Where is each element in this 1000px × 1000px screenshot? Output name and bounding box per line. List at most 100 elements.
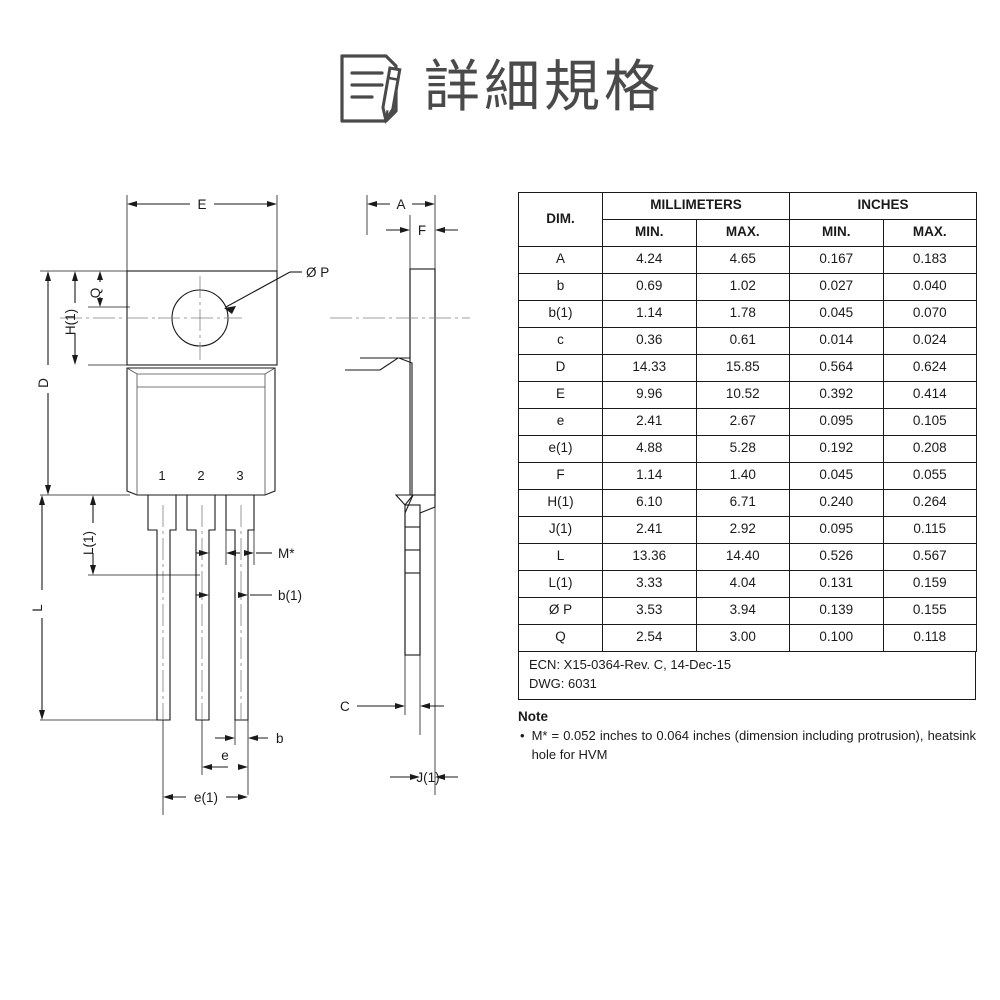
cell-in-max: 0.105 bbox=[882, 408, 978, 436]
page-title: 詳細規格 bbox=[424, 54, 664, 120]
cell-in-min: 0.192 bbox=[789, 435, 884, 463]
note-list: • M* = 0.052 inches to 0.064 inches (dim… bbox=[518, 727, 976, 765]
cell-mm-min: 2.54 bbox=[602, 624, 697, 652]
cell-mm-max: 3.94 bbox=[695, 597, 790, 625]
cell-mm-max: 3.00 bbox=[695, 624, 790, 652]
cell-in-max: 0.414 bbox=[882, 381, 978, 409]
cell-mm-min: 3.33 bbox=[602, 570, 697, 598]
label-E: E bbox=[197, 197, 206, 212]
cell-dim: e(1) bbox=[518, 435, 603, 463]
cell-in-min: 0.045 bbox=[789, 300, 884, 328]
cell-dim: c bbox=[518, 327, 603, 355]
label-L1: L(1) bbox=[81, 531, 96, 555]
cell-dim: L(1) bbox=[518, 570, 603, 598]
cell-mm-max: 2.67 bbox=[695, 408, 790, 436]
cell-in-max: 0.024 bbox=[882, 327, 978, 355]
dimension-table: DIM. MILLIMETERS INCHES MIN. MAX. MIN. M… bbox=[518, 192, 978, 652]
cell-in-max: 0.159 bbox=[882, 570, 978, 598]
dimension-M-star: M* bbox=[196, 495, 295, 565]
cell-in-max: 0.040 bbox=[882, 273, 978, 301]
cell-in-min: 0.131 bbox=[789, 570, 884, 598]
label-A: A bbox=[396, 197, 405, 212]
cell-in-min: 0.027 bbox=[789, 273, 884, 301]
label-L: L bbox=[30, 604, 45, 612]
dimension-C: C bbox=[340, 699, 444, 714]
cell-dim: e bbox=[518, 408, 603, 436]
cell-mm-max: 10.52 bbox=[695, 381, 790, 409]
ecn-line: ECN: X15-0364-Rev. C, 14-Dec-15 bbox=[529, 657, 732, 672]
cell-mm-min: 2.41 bbox=[602, 516, 697, 544]
cell-mm-min: 1.14 bbox=[602, 462, 697, 490]
cell-in-max: 0.155 bbox=[882, 597, 978, 625]
label-e1: e(1) bbox=[194, 790, 218, 805]
pin-number-3: 3 bbox=[236, 468, 243, 483]
cell-in-min: 0.564 bbox=[789, 354, 884, 382]
note-bullet: • bbox=[520, 727, 525, 743]
cell-mm-min: 6.10 bbox=[602, 489, 697, 517]
label-b1: b(1) bbox=[278, 588, 302, 603]
dimension-L1: L(1) bbox=[81, 495, 96, 575]
header-mm-min: MIN. bbox=[602, 219, 697, 247]
header-mm-max: MAX. bbox=[695, 219, 790, 247]
dimension-A: A bbox=[367, 197, 435, 212]
note-heading: Note bbox=[518, 708, 548, 724]
cell-in-max: 0.118 bbox=[882, 624, 978, 652]
dimension-e1: e(1) bbox=[163, 790, 248, 805]
cell-dim: b bbox=[518, 273, 603, 301]
cell-in-max: 0.183 bbox=[882, 246, 978, 274]
label-M-star: M* bbox=[278, 546, 295, 561]
cell-mm-max: 0.61 bbox=[695, 327, 790, 355]
cell-in-min: 0.139 bbox=[789, 597, 884, 625]
label-H1: H(1) bbox=[63, 309, 78, 335]
document-pen-icon bbox=[340, 53, 402, 124]
header-millimeters: MILLIMETERS bbox=[602, 192, 790, 220]
header-in-min: MIN. bbox=[789, 219, 884, 247]
dimension-e: e bbox=[202, 748, 248, 770]
label-D: D bbox=[36, 378, 51, 388]
label-b: b bbox=[276, 731, 284, 746]
cell-mm-min: 4.88 bbox=[602, 435, 697, 463]
cell-mm-max: 1.40 bbox=[695, 462, 790, 490]
cell-in-max: 0.055 bbox=[882, 462, 978, 490]
note-text: M* = 0.052 inches to 0.064 inches (dimen… bbox=[531, 727, 976, 762]
dimension-b: b bbox=[215, 731, 284, 746]
dwg-line: DWG: 6031 bbox=[529, 675, 597, 691]
cell-in-max: 0.070 bbox=[882, 300, 978, 328]
dimension-F: F bbox=[386, 223, 458, 238]
cell-mm-max: 15.85 bbox=[695, 354, 790, 382]
header-dim: DIM. bbox=[518, 192, 603, 247]
package-outline-drawing: E Ø P 1 2 3 bbox=[0, 175, 505, 825]
cell-mm-max: 14.40 bbox=[695, 543, 790, 571]
cell-mm-max: 2.92 bbox=[695, 516, 790, 544]
dimension-E: E bbox=[127, 197, 277, 212]
cell-mm-max: 4.04 bbox=[695, 570, 790, 598]
cell-mm-min: 3.53 bbox=[602, 597, 697, 625]
cell-in-min: 0.095 bbox=[789, 516, 884, 544]
label-J1: J(1) bbox=[416, 770, 439, 785]
label-diameter-p: Ø P bbox=[306, 265, 329, 280]
front-view: E Ø P 1 2 3 bbox=[30, 195, 329, 815]
cell-mm-min: 1.14 bbox=[602, 300, 697, 328]
cell-dim: H(1) bbox=[518, 489, 603, 517]
cell-in-min: 0.045 bbox=[789, 462, 884, 490]
cell-mm-min: 13.36 bbox=[602, 543, 697, 571]
leads-front bbox=[147, 494, 255, 721]
cell-mm-min: 14.33 bbox=[602, 354, 697, 382]
dimension-b1: b(1) bbox=[196, 550, 302, 605]
cell-mm-min: 0.36 bbox=[602, 327, 697, 355]
cell-dim: F bbox=[518, 462, 603, 490]
label-F: F bbox=[418, 223, 426, 238]
cell-dim: L bbox=[518, 543, 603, 571]
cell-mm-max: 4.65 bbox=[695, 246, 790, 274]
